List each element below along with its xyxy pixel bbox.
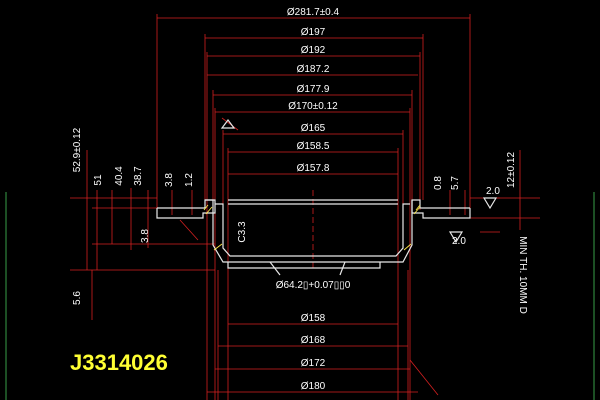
part-number: J3314026	[70, 350, 168, 375]
dim-158-5: Ø158.5	[297, 141, 330, 152]
disc-outline	[156, 199, 471, 276]
dim-40-4: 40.4	[114, 166, 125, 186]
dim-165: Ø165	[301, 123, 326, 134]
dimension-lines	[70, 14, 540, 400]
dim-1-2: 1.2	[184, 173, 195, 187]
frame-lines	[5, 192, 595, 400]
dim-0-8: 0.8	[433, 176, 444, 190]
section-hatch	[203, 204, 421, 251]
dim-52-9: 52.9±0.12	[72, 127, 83, 172]
dim-168: Ø168	[301, 335, 326, 346]
diameter-labels: Ø281.7±0.4 Ø197 Ø192 Ø187.2 Ø177.9 Ø170±…	[237, 7, 351, 392]
dim-177: Ø177.9	[297, 84, 330, 95]
dim-172: Ø172	[301, 358, 326, 369]
height-labels: 52.9±0.12 51 40.4 38.7 3.8 1.2 3.8 5.6 1…	[72, 127, 528, 313]
dim-64: Ø64.2▯+0.07▯▯0	[276, 280, 351, 291]
tolerance-label-a: 2.0	[486, 186, 500, 197]
dim-192: Ø192	[301, 45, 326, 56]
dim-5-7: 5.7	[450, 176, 461, 190]
dim-281: Ø281.7±0.4	[287, 7, 340, 18]
tolerance-markers	[220, 119, 498, 244]
dim-157-8: Ø157.8	[297, 163, 330, 174]
chamfer-label: C3.3	[237, 221, 248, 243]
dim-38-7: 38.7	[133, 166, 144, 186]
dim-170: Ø170±0.12	[288, 101, 338, 112]
tolerance-label-b: 2.0	[452, 236, 466, 247]
dim-197: Ø197	[301, 27, 326, 38]
dim-3-8-bottom: 3.8	[140, 229, 151, 243]
dim-158: Ø158	[301, 313, 326, 324]
dim-187: Ø187.2	[297, 64, 330, 75]
dim-180: Ø180	[301, 381, 326, 392]
dim-12: 12±0.12	[506, 152, 517, 189]
dim-51: 51	[93, 174, 104, 186]
dim-3-8-top: 3.8	[164, 173, 175, 187]
min-thickness-note: MIN TH. 10MM D	[517, 236, 528, 314]
dim-5-6: 5.6	[72, 291, 83, 305]
